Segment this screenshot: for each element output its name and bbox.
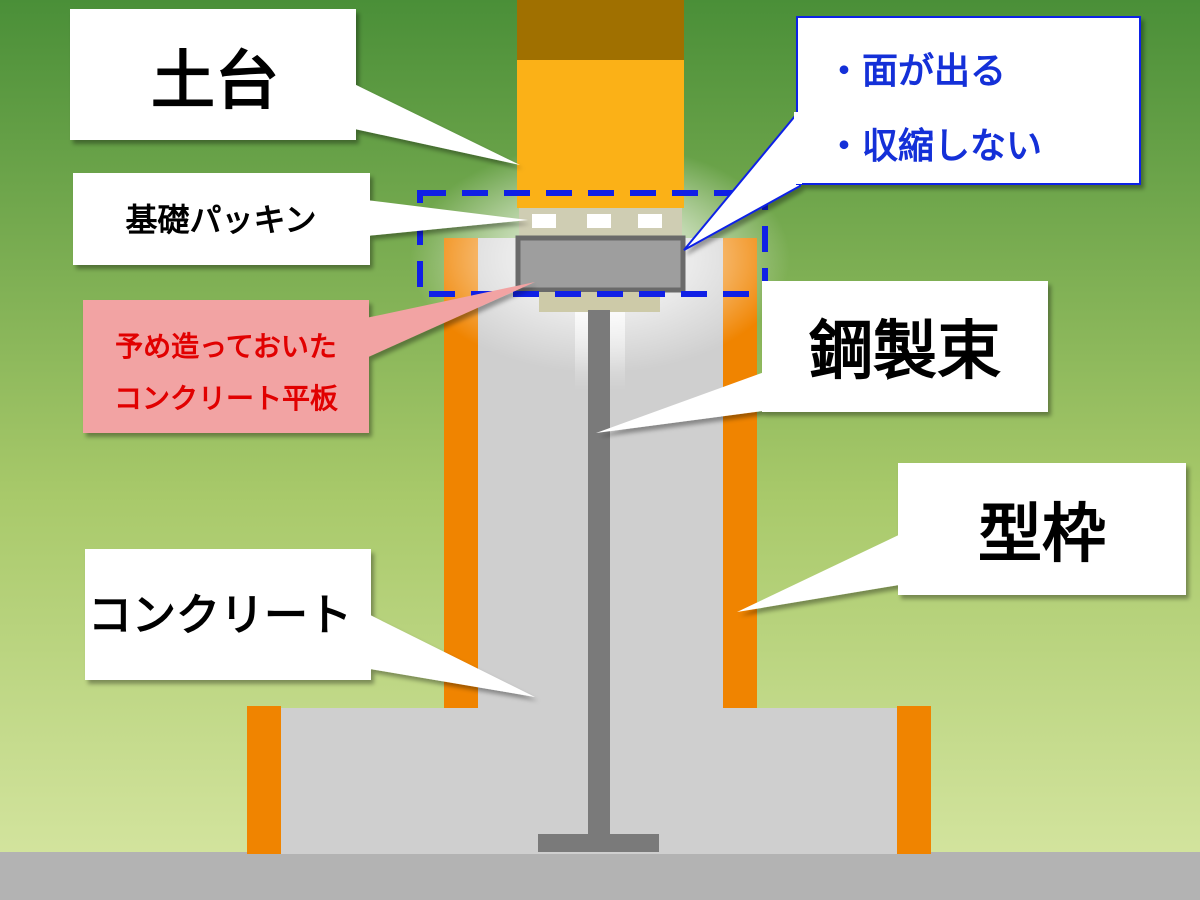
label-slab-line2: コンクリート平板 (114, 382, 338, 415)
callout-concrete-pointer (364, 612, 535, 697)
precast-slab (515, 235, 686, 293)
label-packing: 基礎パッキン (125, 201, 316, 239)
label-slab-line1: 予め造っておいた (115, 330, 337, 363)
callout-concrete-box (85, 549, 371, 680)
label-steel-post: 鋼製束 (809, 315, 1001, 389)
callout-benefits (683, 16, 1141, 251)
callout-dodai (70, 9, 520, 165)
callout-steel-post-pointer (596, 370, 770, 433)
steel-post (538, 310, 659, 852)
callout-concrete (85, 549, 535, 697)
callout-slab-box (83, 300, 369, 433)
formwork-lower-right (897, 706, 931, 854)
callout-formwork (737, 463, 1186, 612)
label-dodai: 土台 (151, 45, 279, 119)
packing-vent (638, 214, 662, 228)
sill-wood-top (517, 0, 684, 60)
callout-benefits-box (796, 16, 1141, 185)
highlight-box (417, 190, 768, 297)
callout-packing (73, 173, 528, 265)
benefit-item-1: ・面が出る (826, 51, 1006, 92)
benefit-item-2: ・収縮しない (826, 126, 1042, 167)
packing-vents (532, 214, 662, 228)
ground (0, 852, 1200, 900)
steel-post-shaft (588, 310, 610, 840)
callout-slab (83, 282, 535, 433)
callout-packing-pointer (366, 200, 528, 236)
formwork-lower-left (247, 706, 281, 854)
callout-formwork-box (898, 463, 1186, 595)
packing-vent (587, 214, 611, 228)
packing-vent (532, 214, 556, 228)
callout-slab-pointer (366, 282, 535, 358)
callout-dodai-pointer (350, 82, 520, 165)
callout-formwork-pointer (737, 532, 905, 612)
callout-benefits-seam (794, 112, 802, 184)
steel-post-base (538, 834, 659, 852)
sill-wood (517, 60, 684, 208)
callout-dodai-box (70, 9, 356, 140)
callout-steel-post-box (762, 281, 1048, 412)
label-concrete: コンクリート (88, 590, 352, 641)
callout-steel-post (596, 281, 1048, 433)
label-formwork: 型枠 (978, 498, 1106, 572)
callout-packing-box (73, 173, 370, 265)
